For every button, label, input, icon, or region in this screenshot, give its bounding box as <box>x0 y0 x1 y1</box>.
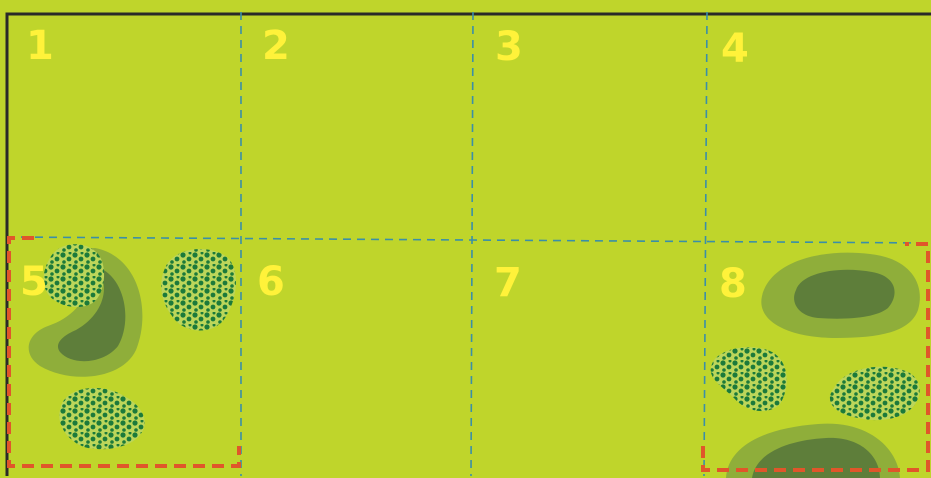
cell-number: 1 <box>26 23 54 69</box>
cell-number: 7 <box>494 260 522 306</box>
cell-number: 5 <box>20 259 48 305</box>
pond-deep-water <box>794 270 895 319</box>
cell-number: 8 <box>719 261 747 307</box>
cell-number: 4 <box>721 26 749 72</box>
cell-number: 3 <box>495 24 523 70</box>
cell-number: 2 <box>262 23 290 69</box>
cell-number: 6 <box>257 259 285 305</box>
